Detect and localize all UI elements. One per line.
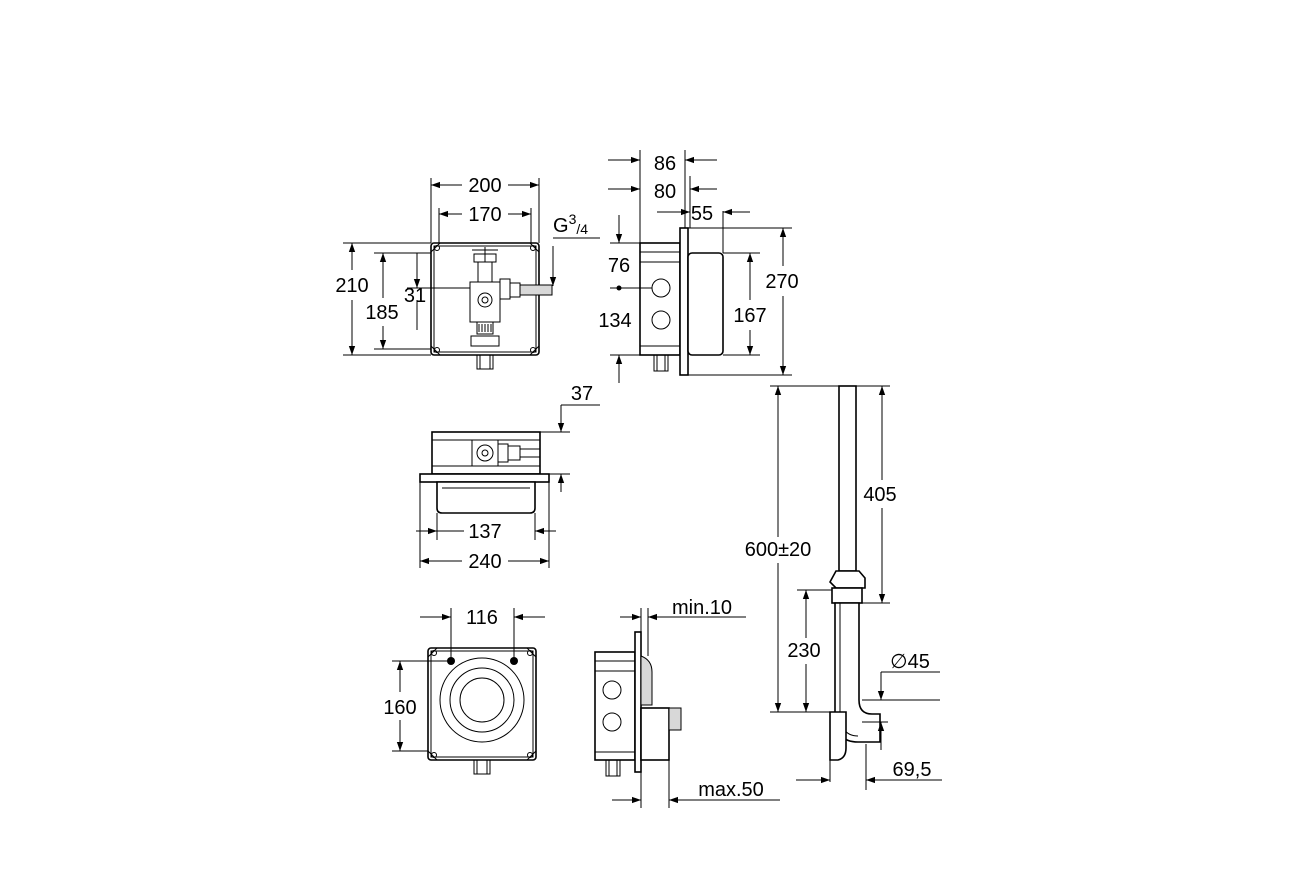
thread-base: G — [553, 215, 569, 237]
dim-134: 134 — [598, 310, 631, 332]
dim-170: 170 — [468, 204, 501, 226]
dim-dia45: ∅45 — [890, 651, 930, 673]
thread-sub: /4 — [576, 221, 588, 237]
dim-185: 185 — [365, 302, 398, 324]
pipe-view: 600±20 405 230 ∅45 69,5 — [745, 385, 942, 790]
top-view: 37 137 240 — [416, 383, 600, 573]
dim-600: 600±20 — [745, 539, 812, 561]
dim-240: 240 — [468, 551, 501, 573]
thread-sup: 3 — [569, 211, 577, 227]
front-view-cover: 116 160 — [383, 607, 545, 775]
dim-137: 137 — [468, 521, 501, 543]
dim-210: 210 — [335, 275, 368, 297]
dim-max50: max.50 — [698, 779, 764, 801]
dim-min10: min.10 — [672, 597, 732, 619]
dim-405: 405 — [863, 484, 896, 506]
dim-80: 80 — [654, 181, 676, 203]
dim-37: 37 — [571, 383, 593, 405]
dim-167: 167 — [733, 305, 766, 327]
dim-69-5: 69,5 — [893, 759, 932, 781]
dim-76: 76 — [608, 255, 630, 277]
dim-55: 55 — [691, 203, 713, 225]
dim-230: 230 — [787, 640, 820, 662]
dim-31: 31 — [404, 285, 426, 307]
front-view: 200 170 210 185 31 G3/4 — [335, 175, 600, 370]
side-view: 86 80 55 76 134 270 167 — [598, 150, 799, 383]
dim-270: 270 — [765, 271, 798, 293]
dim-200: 200 — [468, 175, 501, 197]
side-view-installed: min.10 max.50 — [594, 597, 780, 808]
dim-160: 160 — [383, 697, 416, 719]
dim-86: 86 — [654, 153, 676, 175]
thread-label: G3/4 — [553, 211, 588, 237]
dim-116: 116 — [466, 607, 498, 629]
